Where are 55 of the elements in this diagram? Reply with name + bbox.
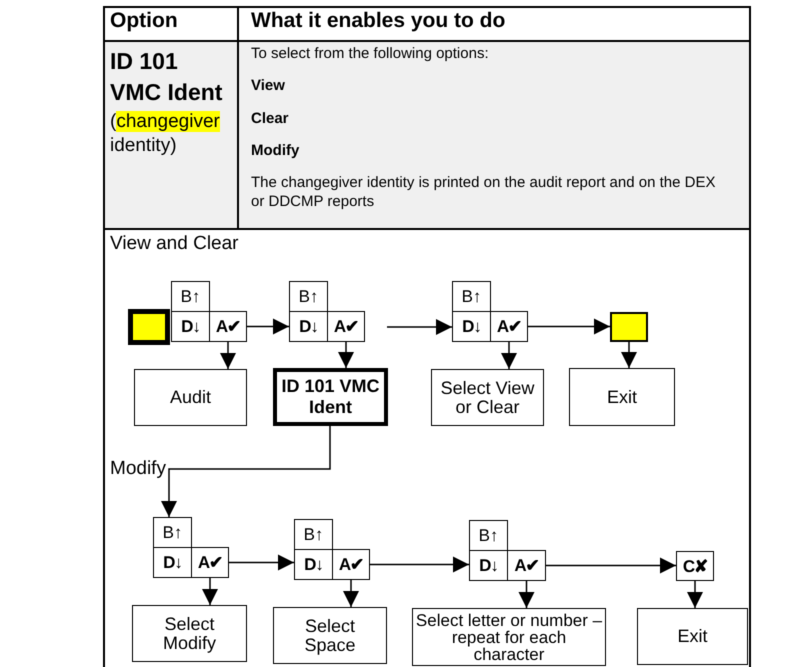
arrow (621, 342, 637, 368)
arrow (528, 318, 610, 334)
keypad-key: D↓ (452, 311, 491, 342)
keypad-key: B↑ (294, 519, 333, 550)
process-box: Audit (134, 369, 247, 426)
keypad-key: A✔ (327, 311, 365, 342)
arrow (518, 581, 534, 608)
keypad-key: A✔ (191, 547, 229, 578)
column-header: What it enables you to do (251, 9, 506, 33)
arrow (229, 554, 294, 570)
keypad-key: B↑ (452, 281, 491, 312)
keypad-key: D↓ (153, 547, 192, 578)
description-text: To select from the following options: (251, 45, 490, 62)
option-title: ID 101 VMC Ident (110, 47, 224, 107)
arrow (687, 581, 703, 608)
option-note: (changegiver identity) (110, 110, 221, 158)
process-box: Select Space (273, 607, 387, 664)
arrow (546, 558, 676, 574)
arrow (247, 318, 289, 334)
keypad-key: B↑ (289, 281, 328, 312)
process-box: Select View or Clear (431, 369, 544, 426)
option-item: Modify (251, 142, 300, 159)
keypad-key: D↓ (171, 311, 210, 342)
keypad-key: C✘ (676, 551, 714, 581)
keypad-key: B↑ (469, 520, 508, 551)
arrow (370, 556, 469, 572)
keypad-key: A✔ (507, 550, 546, 581)
process-box: Select Modify (132, 605, 247, 662)
arrow (220, 342, 236, 369)
keypad-key: B↑ (171, 281, 210, 312)
arrow (343, 580, 359, 607)
description-text: The changegiver identity is printed on the audit report and on the DEX or DDCMP reports (251, 173, 716, 211)
keypad-key: D↓ (294, 549, 333, 580)
arrow (501, 342, 517, 369)
process-box: Exit (637, 608, 748, 665)
arrow (387, 319, 452, 335)
option-item: Clear (251, 110, 290, 127)
arrow (161, 426, 331, 517)
keypad-key: A✔ (490, 311, 528, 342)
section-heading: View and Clear (110, 233, 240, 255)
arrow (202, 578, 218, 605)
process-box: Select letter or number – repeat for each character (412, 608, 606, 666)
indicator-square (128, 309, 170, 345)
keypad-key: D↓ (469, 550, 508, 581)
process-box: Exit (569, 368, 675, 426)
option-item: View (251, 77, 286, 94)
section-heading: Modify (110, 458, 167, 480)
keypad-key: D↓ (289, 311, 328, 342)
process-box: ID 101 VMC Ident (273, 368, 388, 426)
keypad-key: B↑ (153, 517, 192, 548)
arrow (338, 342, 354, 368)
indicator-square (610, 312, 648, 342)
keypad-key: A✔ (332, 549, 370, 580)
keypad-key: A✔ (209, 311, 247, 342)
column-header: Option (110, 9, 179, 33)
